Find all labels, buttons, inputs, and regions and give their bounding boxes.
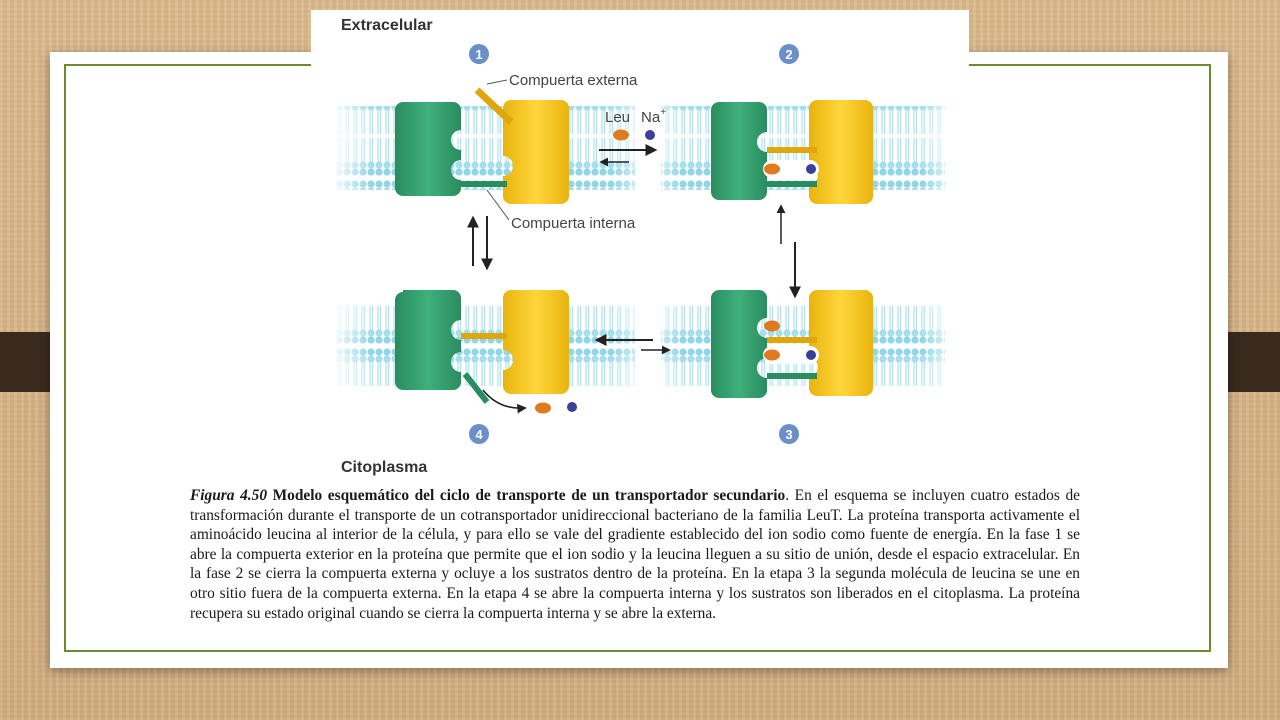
- outer-gate-open: [474, 87, 514, 125]
- figure-number: Figura 4.50: [190, 487, 268, 504]
- sodium-free: [645, 130, 655, 140]
- na-label: Na+: [641, 107, 666, 126]
- membrane-bottom-left: [335, 306, 635, 390]
- inner-gate-label: Compuerta interna: [511, 215, 636, 232]
- svg-text:3: 3: [785, 427, 792, 442]
- step-badge-1: 1: [469, 44, 489, 64]
- extracellular-label: Extracelular: [341, 17, 433, 34]
- transport-cycle-diagram: Extracelular Citoplasma: [311, 10, 969, 478]
- svg-text:2: 2: [785, 47, 792, 62]
- leu-label: Leu: [605, 109, 630, 126]
- step-badge-2: 2: [779, 44, 799, 64]
- transporter-state-1: [395, 87, 569, 204]
- figure-title: Modelo esquemático del ciclo de transpor…: [272, 487, 786, 504]
- leucine-bound-2: [764, 163, 780, 175]
- caption-body: . En el esquema se incluyen cuatro estad…: [190, 487, 1080, 622]
- inner-gate-open-4: [462, 372, 490, 404]
- transporter-state-3: [711, 290, 873, 398]
- sodium-released: [567, 402, 577, 412]
- leucine-second-site-3: [764, 320, 780, 332]
- leucine-released: [535, 402, 551, 414]
- leucine-bound-3: [764, 349, 780, 361]
- svg-text:4: 4: [475, 427, 483, 442]
- svg-text:1: 1: [475, 47, 482, 62]
- step-badge-4: 4: [469, 424, 489, 444]
- membrane-top-left: [335, 106, 635, 190]
- step-badge-3: 3: [779, 424, 799, 444]
- figure-caption: Figura 4.50 Modelo esquemático del ciclo…: [190, 486, 1080, 623]
- sodium-bound-3: [806, 350, 816, 360]
- transition-arrows: [467, 144, 801, 355]
- cytoplasm-label: Citoplasma: [341, 459, 427, 476]
- transporter-state-2: [711, 100, 873, 204]
- outer-gate-label: Compuerta externa: [509, 72, 638, 89]
- gate-labels: Compuerta externa Compuerta interna Leu …: [486, 72, 666, 232]
- leucine-free: [613, 129, 629, 141]
- transporter-state-4: [395, 290, 577, 414]
- sodium-bound-2: [806, 164, 816, 174]
